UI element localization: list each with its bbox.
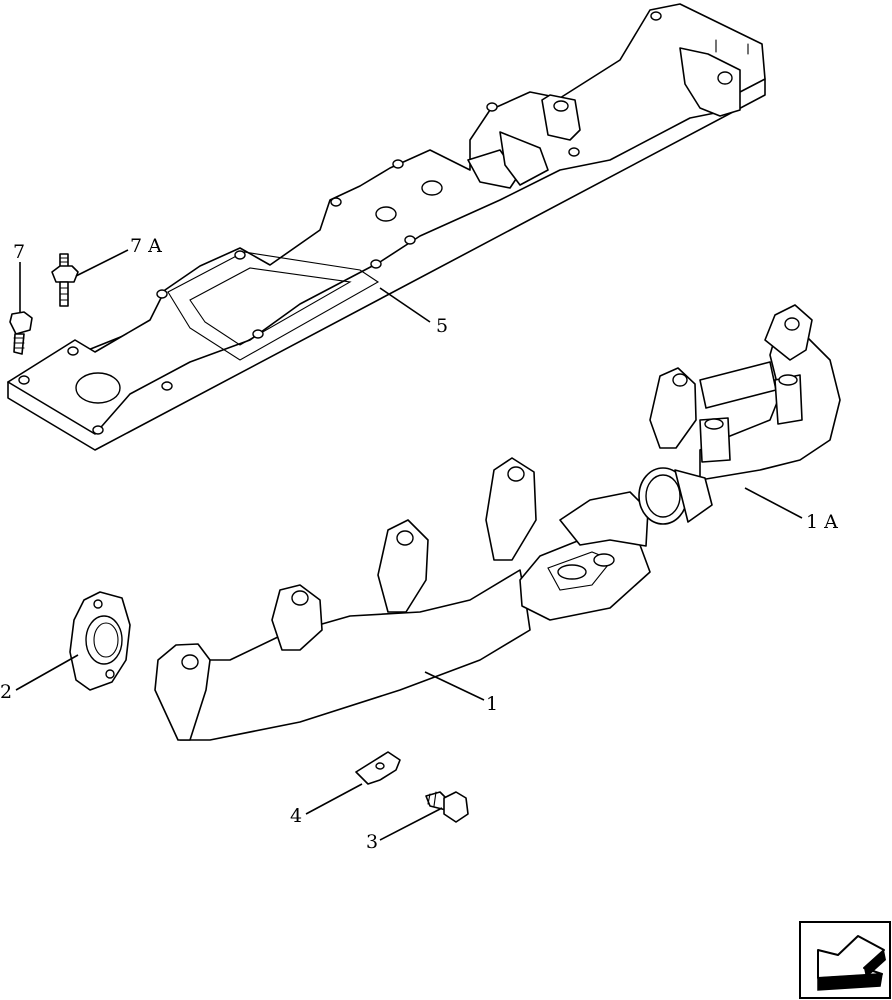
next-page-arrow-icon[interactable] — [799, 921, 891, 999]
callout-2: 2 — [0, 681, 12, 703]
leader-7a — [75, 249, 129, 277]
callout-5: 5 — [436, 315, 448, 337]
exhaust-manifold-part-1a — [638, 304, 841, 525]
leader-1 — [424, 671, 485, 701]
cap-screw-part-3 — [425, 791, 469, 823]
leader-1a — [744, 487, 803, 519]
callout-1: 1 — [486, 693, 498, 715]
lock-plate-part-4 — [355, 751, 401, 785]
callout-7a: 7 A — [130, 235, 162, 257]
leader-3 — [379, 807, 443, 841]
leader-5 — [379, 287, 431, 323]
callout-3: 3 — [366, 831, 378, 853]
exhaust-manifold-part-1 — [154, 457, 651, 741]
gasket-plate-part-5 — [7, 3, 766, 451]
leader-4 — [305, 783, 363, 815]
callout-4: 4 — [290, 805, 302, 827]
leader-2 — [15, 654, 79, 691]
callout-1a: 1 A — [806, 511, 838, 533]
callout-7: 7 — [13, 241, 25, 263]
bolt-part-7 — [9, 311, 33, 355]
flange-gasket-part-2 — [69, 591, 131, 691]
stud-part-7a — [51, 253, 79, 307]
